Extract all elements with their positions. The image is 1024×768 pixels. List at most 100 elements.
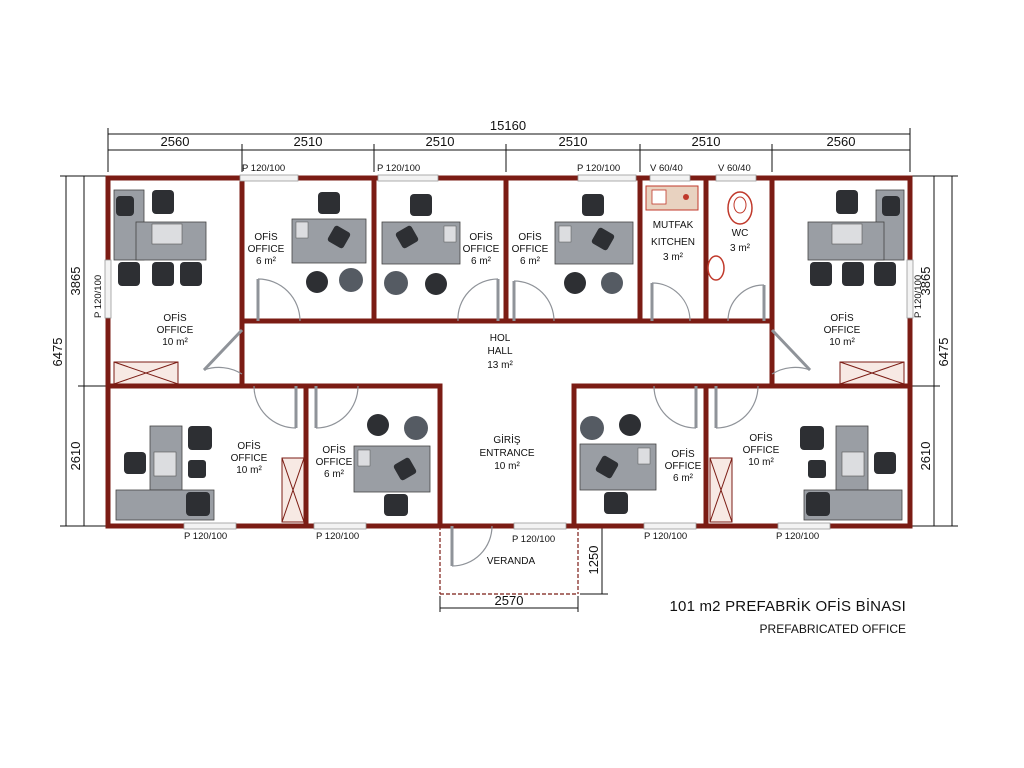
- room-5-area: 10 m²: [829, 337, 855, 348]
- dim-total-width: 15160: [490, 118, 526, 133]
- window-openings: [104, 174, 914, 530]
- room-8-area: 6 m²: [673, 473, 694, 484]
- entrance-name-tr: GİRİŞ: [493, 433, 521, 446]
- room-labels: OFİS OFFICE 10 m² OFİS OFFICE 6 m² OFİS …: [157, 220, 861, 567]
- room-7-name-tr: OFİS: [322, 443, 346, 456]
- window-bottom-veranda: [513, 522, 567, 530]
- room-9-name-en: OFFICE: [743, 445, 780, 456]
- room-2-name-tr: OFİS: [254, 230, 278, 243]
- hall-name-tr: HOL: [490, 333, 511, 344]
- room-5-name-tr: OFİS: [830, 311, 854, 324]
- room-5-name-en: OFFICE: [824, 325, 861, 336]
- door-room-9: [714, 385, 759, 429]
- desk-room-7: [353, 445, 431, 493]
- veranda-name: VERANDA: [487, 556, 536, 567]
- door-room-8: [653, 385, 698, 429]
- dim-segment-2: 2510: [294, 134, 323, 149]
- hall-name-en: HALL: [487, 346, 512, 357]
- dim-segment-3: 2510: [426, 134, 455, 149]
- wc-fixtures: [707, 191, 753, 281]
- kitchen-area: 3 m²: [663, 252, 684, 263]
- chairs-room-4: [564, 194, 623, 294]
- room-9-name-tr: OFİS: [749, 431, 773, 444]
- kitchen-name-en: KITCHEN: [651, 237, 695, 248]
- window-top-3: [577, 174, 637, 182]
- desk-room-1: [113, 189, 207, 261]
- dimension-lines: [60, 128, 958, 612]
- window-label-wc: V 60/40: [718, 163, 751, 174]
- window-top-1: [239, 174, 299, 182]
- wc-name: WC: [732, 228, 749, 239]
- door-room-7: [314, 385, 359, 429]
- room-7-name-en: OFFICE: [316, 457, 353, 468]
- room-6-name-tr: OFİS: [237, 439, 261, 452]
- dim-veranda-depth: 1250: [586, 546, 601, 575]
- wc-area: 3 m²: [730, 243, 751, 254]
- door-entrance: [450, 525, 493, 567]
- room-4-name-tr: OFİS: [518, 230, 542, 243]
- room-8-name-tr: OFİS: [671, 447, 695, 460]
- chairs-room-9: [800, 426, 896, 516]
- dim-segment-1: 2560: [161, 134, 190, 149]
- hall-area: 13 m²: [487, 360, 513, 371]
- room-4-area: 6 m²: [520, 256, 541, 267]
- room-8-name-en: OFFICE: [665, 461, 702, 472]
- door-room-6: [253, 385, 298, 429]
- chairs-room-1: [116, 190, 202, 286]
- room-7-area: 6 m²: [324, 469, 345, 480]
- room-3-name-tr: OFİS: [469, 230, 493, 243]
- room-6-area: 10 m²: [236, 465, 262, 476]
- window-top-2: [377, 174, 439, 182]
- door-room-3: [457, 278, 500, 322]
- window-bottom-3: [643, 522, 697, 530]
- window-bottom-1: [183, 522, 237, 530]
- entrance-area: 10 m²: [494, 461, 520, 472]
- window-bottom-2: [313, 522, 367, 530]
- furniture: [113, 185, 905, 521]
- door-kitchen: [650, 282, 691, 322]
- plan-title: 101 m2 PREFABRİK OFİS BİNASI: [669, 598, 906, 615]
- lockers: [113, 361, 905, 523]
- desk-room-3: [381, 221, 461, 265]
- door-room-4: [512, 280, 555, 322]
- chairs-room-6: [124, 426, 212, 516]
- dim-depth-left: 6475: [50, 338, 65, 367]
- chairs-room-2: [306, 192, 363, 293]
- window-label-bottom-2: P 120/100: [316, 531, 359, 542]
- window-kitchen: [649, 174, 691, 182]
- dim-segment-4: 2510: [559, 134, 588, 149]
- chairs-room-7: [367, 414, 428, 516]
- room-3-name-en: OFFICE: [463, 244, 500, 255]
- window-label-top-3: P 120/100: [577, 163, 620, 174]
- dim-segment-6: 2560: [827, 134, 856, 149]
- door-room-5: [770, 328, 812, 375]
- veranda-outline: [439, 526, 579, 595]
- window-label-top-1: P 120/100: [242, 163, 285, 174]
- room-1-name-en: OFFICE: [157, 325, 194, 336]
- room-1-name-tr: OFİS: [163, 311, 187, 324]
- room-2-area: 6 m²: [256, 256, 277, 267]
- window-label-bottom-3: P 120/100: [644, 531, 687, 542]
- locker-room-6: [281, 457, 305, 523]
- dim-veranda-width: 2570: [495, 593, 524, 608]
- window-label-top-2: P 120/100: [377, 163, 420, 174]
- chairs-room-3: [384, 194, 447, 295]
- desk-room-8: [579, 443, 657, 491]
- window-label-left: P 120/100: [93, 275, 104, 318]
- entrance-name-en: ENTRANCE: [479, 448, 534, 459]
- locker-room-9: [709, 457, 733, 523]
- kitchen-name-tr: MUTFAK: [653, 220, 694, 231]
- window-wc: [715, 174, 757, 182]
- walls: [105, 175, 913, 529]
- dim-depth-right: 6475: [936, 338, 951, 367]
- locker-room-1: [113, 361, 179, 385]
- door-room-1: [202, 328, 244, 375]
- room-4-name-en: OFFICE: [512, 244, 549, 255]
- dim-segment-5: 2510: [692, 134, 721, 149]
- dim-upper-left: 3865: [68, 267, 83, 296]
- doors: [202, 278, 812, 567]
- room-1-area: 10 m²: [162, 337, 188, 348]
- door-room-2: [256, 278, 301, 322]
- window-label-bottom-4: P 120/100: [776, 531, 819, 542]
